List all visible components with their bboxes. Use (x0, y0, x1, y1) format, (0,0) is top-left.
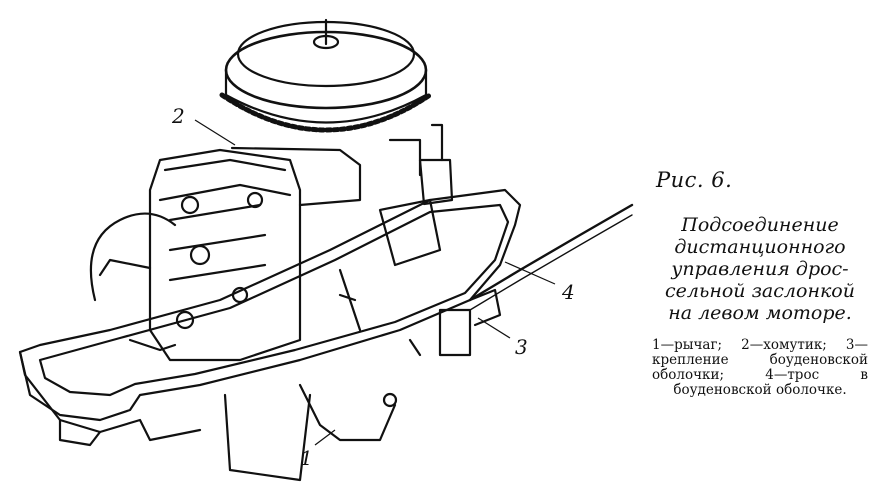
caption-title: Подсоединение дистанционного управления … (648, 214, 872, 324)
figure-number: Рис. 6. (656, 168, 733, 192)
caption-title-line: дистанционного (674, 236, 846, 258)
callout-4: 4 (562, 280, 575, 304)
caption-title-line: Подсоединение (681, 214, 839, 236)
engine-illustration: 2 4 3 1 (18, 18, 634, 482)
callout-1: 1 (300, 446, 313, 470)
outboard-motor-drawing (18, 18, 634, 482)
callout-2: 2 (172, 104, 185, 128)
caption-title-line: на левом моторе. (668, 302, 852, 324)
caption-title-line: сельной заслонкой (665, 280, 855, 302)
caption-legend: 1—рычаг; 2—хомутик; 3—крепление боуденов… (652, 337, 868, 398)
figure-caption: Рис. 6. Подсоединение дистанционного упр… (648, 168, 872, 398)
callout-3: 3 (515, 335, 528, 359)
caption-title-line: управления дрос- (671, 258, 849, 280)
